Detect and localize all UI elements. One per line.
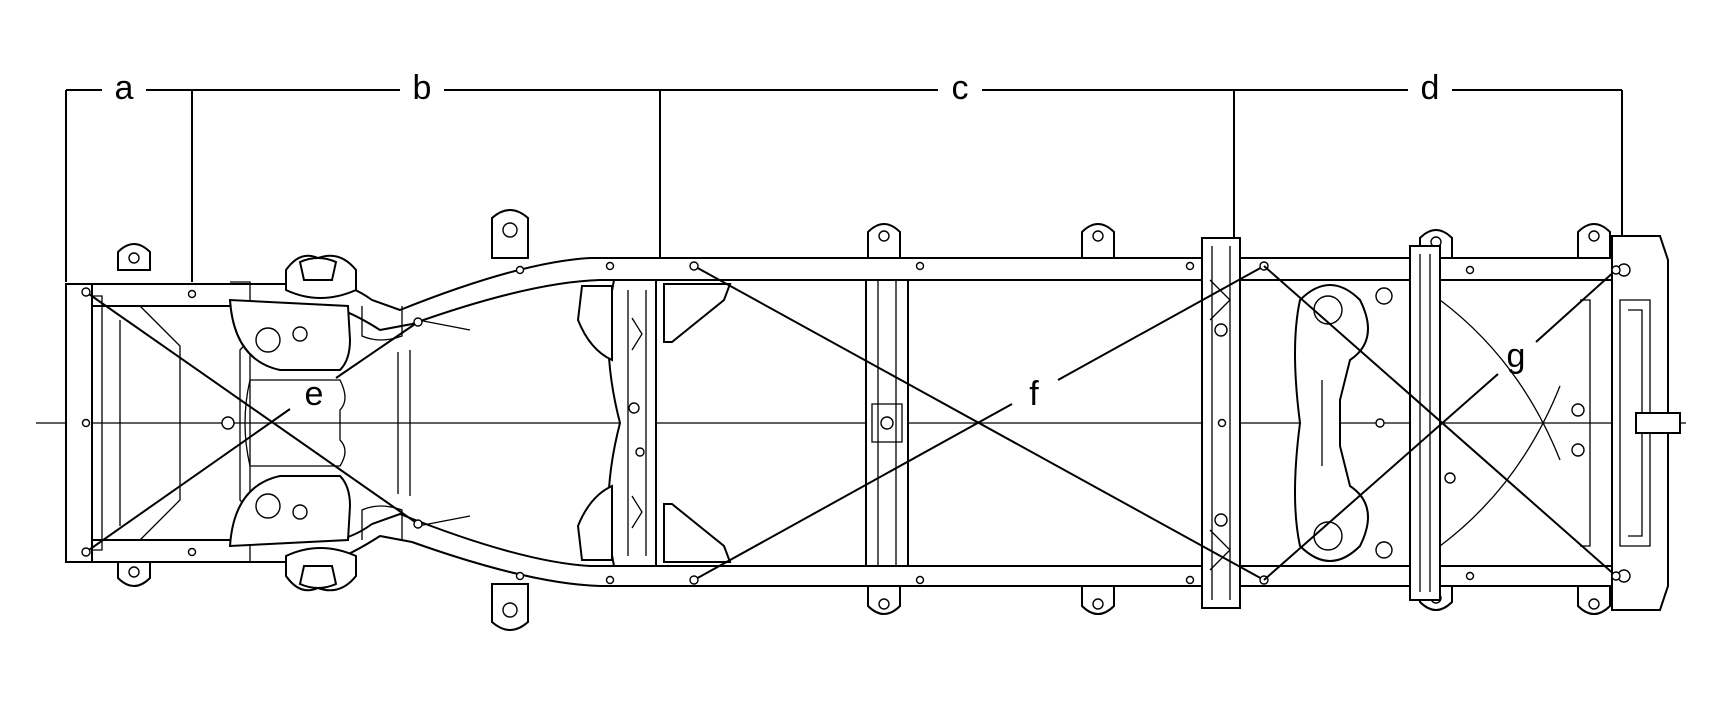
diagonal-e-line-1: [85, 291, 419, 525]
section-label-c: c: [952, 69, 969, 107]
section-dimension-bar: a b c d: [65, 69, 1623, 282]
diagonal-f-line-2b: [1057, 265, 1265, 381]
diagonal-label-f: f: [1029, 375, 1039, 413]
transmission-crossmember: [576, 279, 732, 567]
diagonal-f-line-2: [693, 403, 1013, 581]
diagonal-label-g: g: [1507, 337, 1526, 375]
mounting-brackets-top: [117, 209, 1611, 271]
diagonal-e-line-2: [85, 408, 291, 553]
section-label-d: d: [1421, 69, 1440, 107]
rail-holes: [81, 261, 1475, 585]
diagonal-label-e: e: [305, 375, 324, 413]
rear-suspension-area: [1294, 245, 1561, 601]
rear-hitch-crossmember: [1571, 235, 1681, 611]
diagonal-e-line-2b: [335, 321, 419, 379]
section-label-b: b: [413, 69, 432, 107]
section-label-a: a: [115, 69, 134, 107]
front-crossmember: [65, 283, 93, 563]
diagonal-measurements: e f g: [81, 261, 1621, 585]
diagonal-g-line-2: [1263, 373, 1499, 581]
diagonal-g-line-1: [1263, 265, 1617, 577]
vehicle-frame: [65, 209, 1681, 631]
diagonal-g-line-2b: [1535, 269, 1617, 343]
center-crossmember: [865, 279, 909, 567]
front-suspension-area: [119, 254, 471, 592]
